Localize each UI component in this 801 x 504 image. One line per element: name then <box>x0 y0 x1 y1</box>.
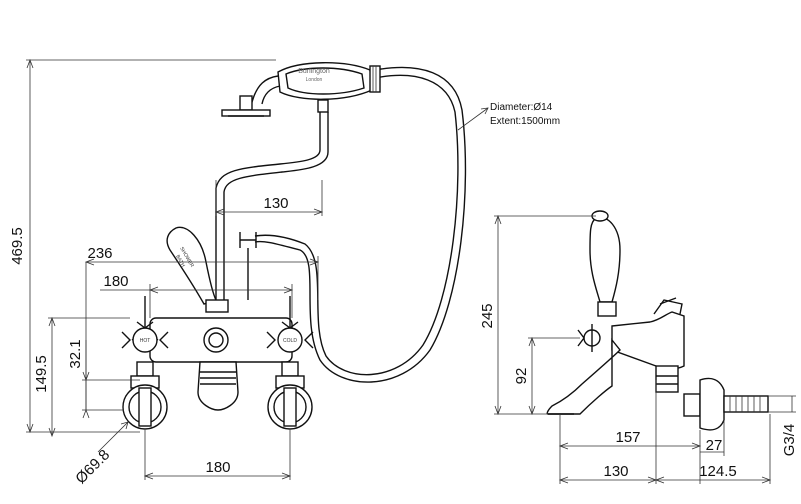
riser-pipe <box>215 112 321 300</box>
dim-diameter-flange: Ø69.8 <box>72 446 113 487</box>
dim-side-depth-157: 157 <box>615 429 640 446</box>
side-lever <box>589 216 621 303</box>
hose-extent-note: Extent:1500mm <box>490 116 560 127</box>
cold-tap: COLD <box>266 296 314 430</box>
dim-side-depth-124: 124.5 <box>699 463 737 480</box>
dim-width-236: 236 <box>87 245 112 262</box>
dim-width-180-top: 180 <box>103 273 128 290</box>
handset-brand-line1: Burlington <box>298 68 330 75</box>
hot-tap: HOT <box>121 296 169 430</box>
side-spout <box>546 338 621 415</box>
spout-front <box>197 361 239 411</box>
hose-diameter-note: Diameter:Ø14 <box>490 102 553 113</box>
hot-tap-label: HOT <box>140 338 151 344</box>
front-view: Burlington London SHOWER BATH <box>9 58 560 487</box>
dim-side-depth-130: 130 <box>603 463 628 480</box>
dim-side-depth-27: 27 <box>706 437 723 454</box>
diverter-lever: SHOWER BATH <box>166 226 229 313</box>
dim-hose-spacing: 130 <box>263 195 288 212</box>
dim-width-180-bottom: 180 <box>205 459 230 476</box>
shower-hose <box>254 66 467 383</box>
thread-pipe <box>723 395 769 413</box>
dim-height-total: 469.5 <box>9 227 26 265</box>
side-view: 245 92 157 27 <box>479 210 798 484</box>
dim-side-height-245: 245 <box>479 303 496 328</box>
side-body <box>611 311 685 370</box>
handset-brand-line2: London <box>306 77 323 83</box>
dim-height-32: 32.1 <box>67 339 84 368</box>
cold-tap-label: COLD <box>283 338 297 344</box>
shower-handset: Burlington London <box>221 62 381 117</box>
side-dimensions: 245 92 157 27 <box>479 214 798 484</box>
dim-thread: G3/4 <box>781 424 798 457</box>
dim-side-height-92: 92 <box>513 368 530 385</box>
lever-label-line2: BATH <box>174 254 186 269</box>
dim-height-149: 149.5 <box>33 355 50 393</box>
